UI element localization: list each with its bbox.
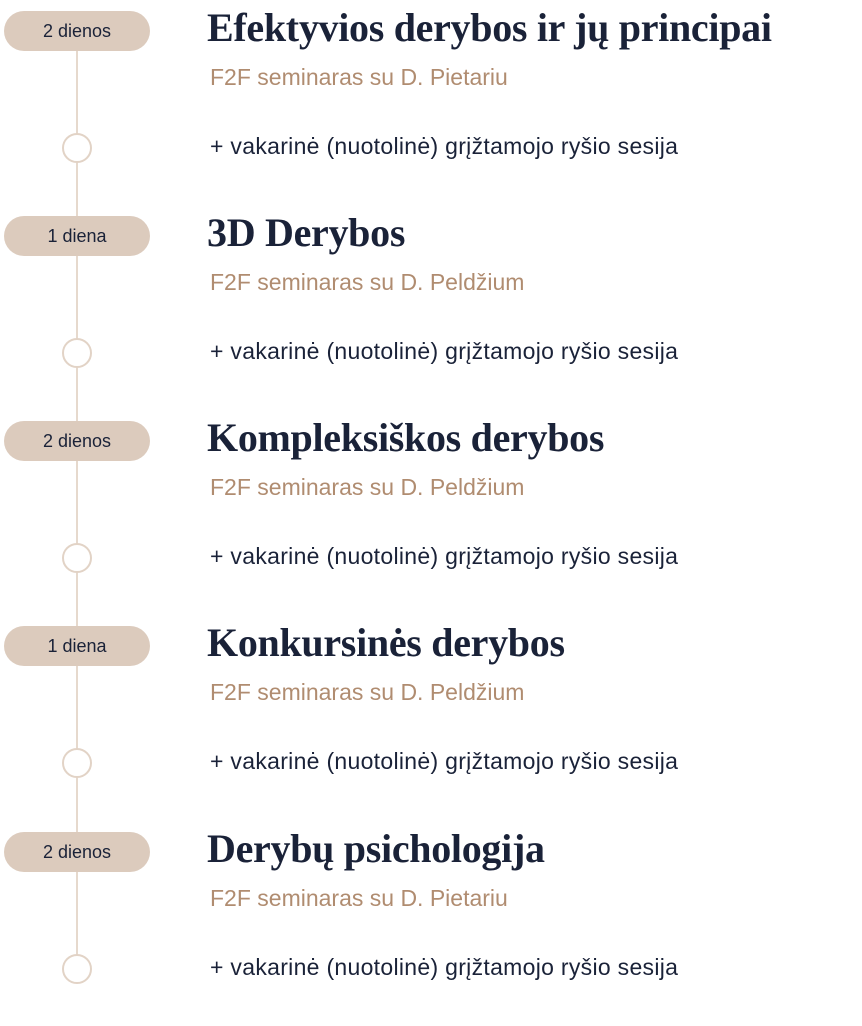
timeline-item: 2 dienos Derybų psichologija F2F seminar…: [0, 821, 862, 1026]
duration-badge: 1 diena: [4, 216, 150, 256]
timeline-item: 1 diena Konkursinės derybos F2F seminara…: [0, 615, 862, 820]
duration-badge: 2 dienos: [4, 832, 150, 872]
duration-badge: 2 dienos: [4, 11, 150, 51]
timeline-item: 2 dienos Kompleksiškos derybos F2F semin…: [0, 410, 862, 615]
course-extra: + vakarinė (nuotolinė) grįžtamojo ryšio …: [210, 133, 679, 159]
course-extra: + vakarinė (nuotolinė) grįžtamojo ryšio …: [210, 338, 679, 364]
timeline-line: [76, 30, 78, 970]
course-title: Konkursinės derybos: [207, 620, 565, 665]
course-extra: + vakarinė (nuotolinė) grįžtamojo ryšio …: [210, 543, 679, 569]
course-subtitle: F2F seminaras su D. Peldžium: [210, 269, 525, 295]
course-title: Kompleksiškos derybos: [207, 415, 605, 460]
course-subtitle: F2F seminaras su D. Pietariu: [210, 885, 508, 911]
timeline-node-icon: [62, 133, 92, 163]
timeline-node-icon: [62, 954, 92, 984]
duration-badge: 2 dienos: [4, 421, 150, 461]
timeline-node-icon: [62, 338, 92, 368]
course-subtitle: F2F seminaras su D. Peldžium: [210, 474, 525, 500]
timeline-item: 2 dienos Efektyvios derybos ir jų princi…: [0, 0, 862, 205]
timeline-node-icon: [62, 543, 92, 573]
course-title: 3D Derybos: [207, 210, 406, 255]
course-title: Efektyvios derybos ir jų principai: [207, 5, 772, 50]
course-extra: + vakarinė (nuotolinė) grįžtamojo ryšio …: [210, 954, 679, 980]
course-title: Derybų psichologija: [207, 826, 545, 871]
timeline-item: 1 diena 3D Derybos F2F seminaras su D. P…: [0, 205, 862, 410]
course-subtitle: F2F seminaras su D. Peldžium: [210, 679, 525, 705]
timeline-node-icon: [62, 748, 92, 778]
course-extra: + vakarinė (nuotolinė) grįžtamojo ryšio …: [210, 748, 679, 774]
duration-badge: 1 diena: [4, 626, 150, 666]
course-subtitle: F2F seminaras su D. Pietariu: [210, 64, 508, 90]
